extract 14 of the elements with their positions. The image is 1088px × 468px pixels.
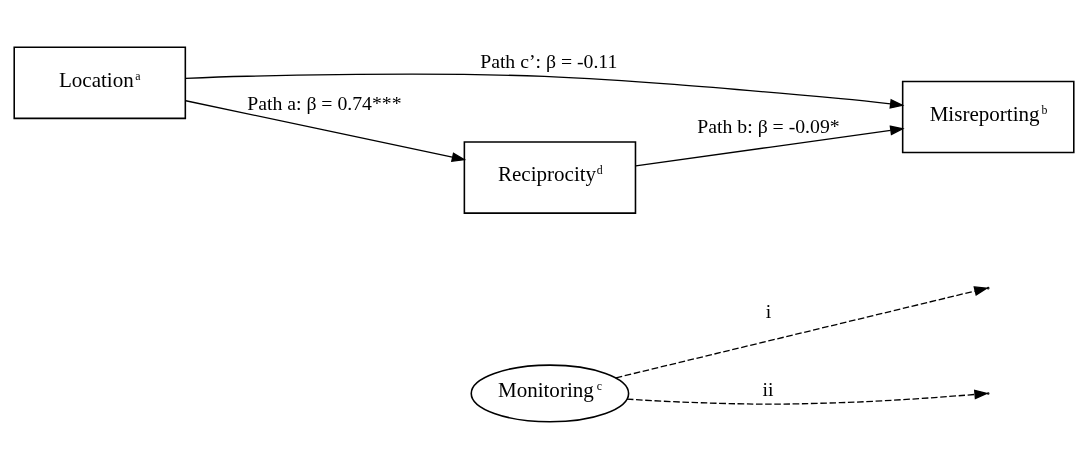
edge-label: Path c’: β = -0.11 <box>480 49 618 72</box>
node-box: Reciprocity$^{d}$ <box>463 140 637 214</box>
node-box: Misreporting$^{b}$ <box>901 80 1075 153</box>
arrow <box>626 388 989 405</box>
arrow <box>185 99 467 162</box>
edge-label: i <box>765 299 772 322</box>
node-box: Location$^{a}$ <box>13 45 187 119</box>
arrow <box>185 72 905 109</box>
arrow <box>635 124 905 166</box>
edge-label: Path b: β = -0.09* <box>697 114 840 137</box>
edge-label: Path a: β = 0.74*** <box>247 91 402 114</box>
edge-label: ii <box>762 377 774 400</box>
node-ellipse: Monitoring$^{c}$ <box>470 363 630 423</box>
arrow <box>615 285 989 378</box>
